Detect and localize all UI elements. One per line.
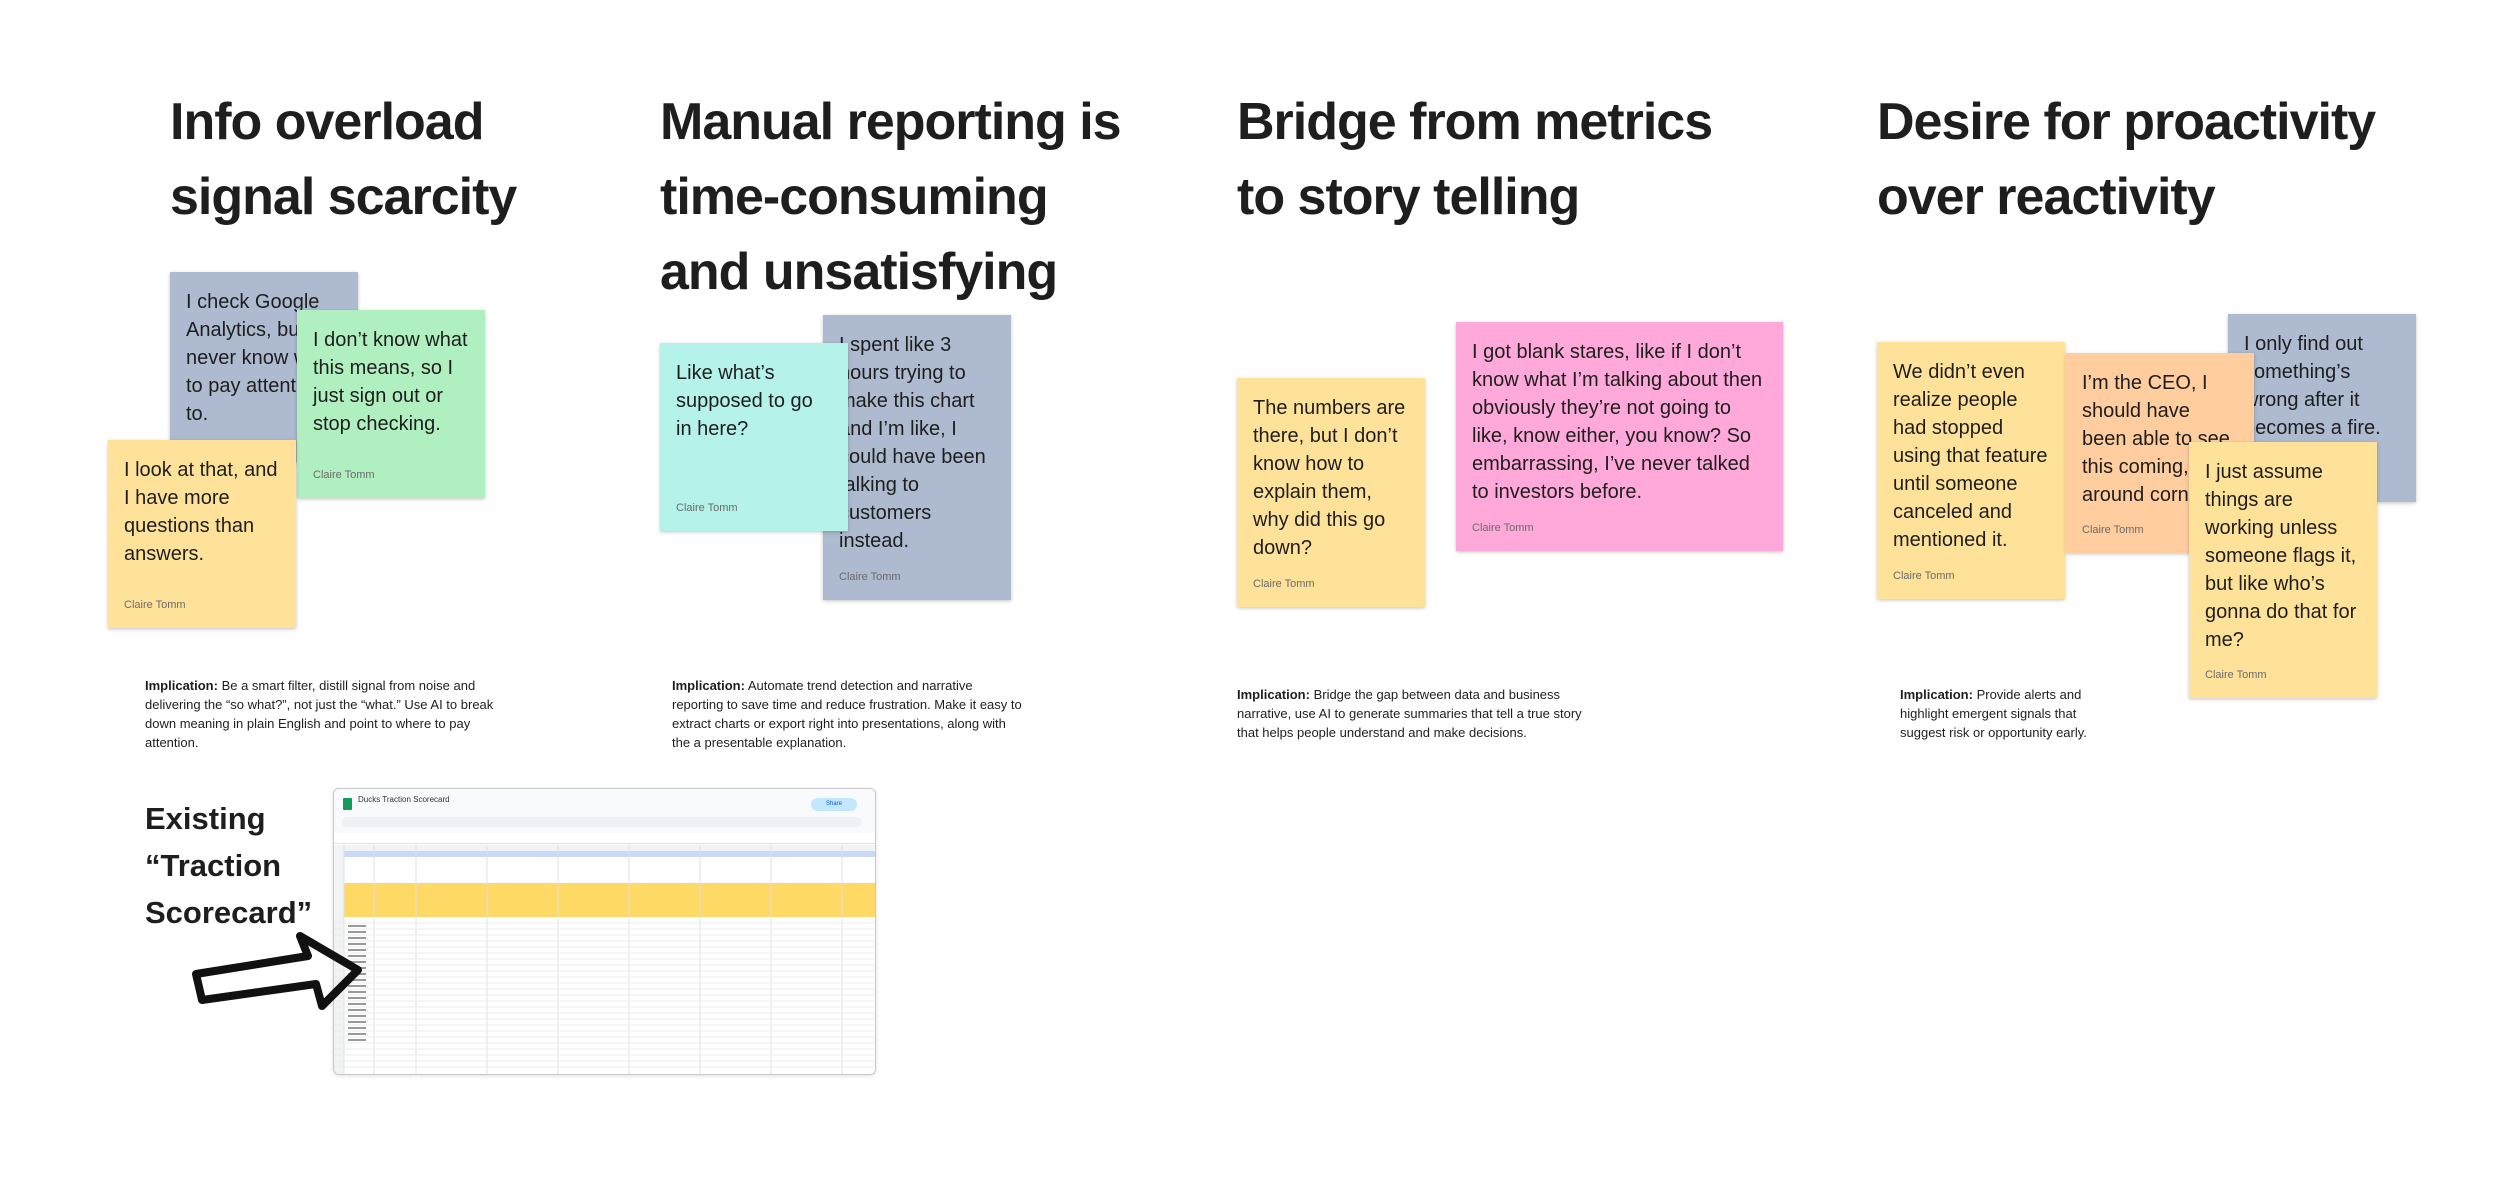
- sticky-note[interactable]: The numbers are there, but I don’t know …: [1237, 378, 1425, 607]
- note-author: Claire Tomm: [1472, 522, 1534, 534]
- share-button[interactable]: Share: [811, 798, 857, 811]
- implication-text: Implication: Provide alerts and highligh…: [1900, 687, 2087, 740]
- sheets-logo-icon: [343, 798, 352, 810]
- column-1-title: Info overload signal scarcity: [170, 93, 517, 226]
- note-author: Claire Tomm: [676, 502, 738, 514]
- sticky-note[interactable]: We didn’t even realize people had stoppe…: [1877, 342, 2065, 599]
- sticky-note[interactable]: I don’t know what this means, so I just …: [297, 310, 485, 498]
- column-2-title: Manual reporting is time-consuming and u…: [660, 93, 1122, 301]
- column-4-title: Desire for proactivity over reactivity: [1877, 93, 2376, 226]
- implication-text: Implication: Bridge the gap between data…: [1237, 687, 1582, 740]
- hand-drawn-arrow-icon: [192, 932, 362, 1010]
- spreadsheet-screenshot[interactable]: Ducks Traction Scorecard Share: [333, 788, 876, 1075]
- formula-bar: [334, 833, 875, 844]
- sticky-note[interactable]: I look at that, and I have more question…: [108, 440, 296, 628]
- column-3-title: Bridge from metrics to story telling: [1237, 93, 1713, 226]
- spreadsheet-toolbar: [342, 817, 862, 827]
- existing-scorecard-label: Existing “Traction Scorecard”: [145, 801, 313, 930]
- note-author: Claire Tomm: [839, 571, 901, 583]
- note-author: Claire Tomm: [1253, 578, 1315, 590]
- sticky-note[interactable]: I just assume things are working unless …: [2189, 442, 2377, 698]
- spreadsheet-title: Ducks Traction Scorecard: [358, 795, 450, 804]
- spreadsheet-header: Ducks Traction Scorecard Share: [334, 789, 875, 834]
- spreadsheet-grid: [334, 845, 875, 1074]
- note-author: Claire Tomm: [124, 599, 186, 611]
- implication-text: Implication: Be a smart filter, distill …: [145, 678, 494, 750]
- note-author: Claire Tomm: [2205, 669, 2267, 681]
- sticky-note[interactable]: I spent like 3 hours trying to make this…: [823, 315, 1011, 600]
- note-author: Claire Tomm: [2082, 524, 2144, 536]
- note-author: Claire Tomm: [313, 469, 375, 481]
- note-author: Claire Tomm: [1893, 570, 1955, 582]
- sticky-note[interactable]: I got blank stares, like if I don’t know…: [1456, 322, 1783, 551]
- implication-text: Implication: Automate trend detection an…: [672, 678, 1022, 750]
- sticky-note[interactable]: Like what’s supposed to go in here? Clai…: [660, 343, 848, 531]
